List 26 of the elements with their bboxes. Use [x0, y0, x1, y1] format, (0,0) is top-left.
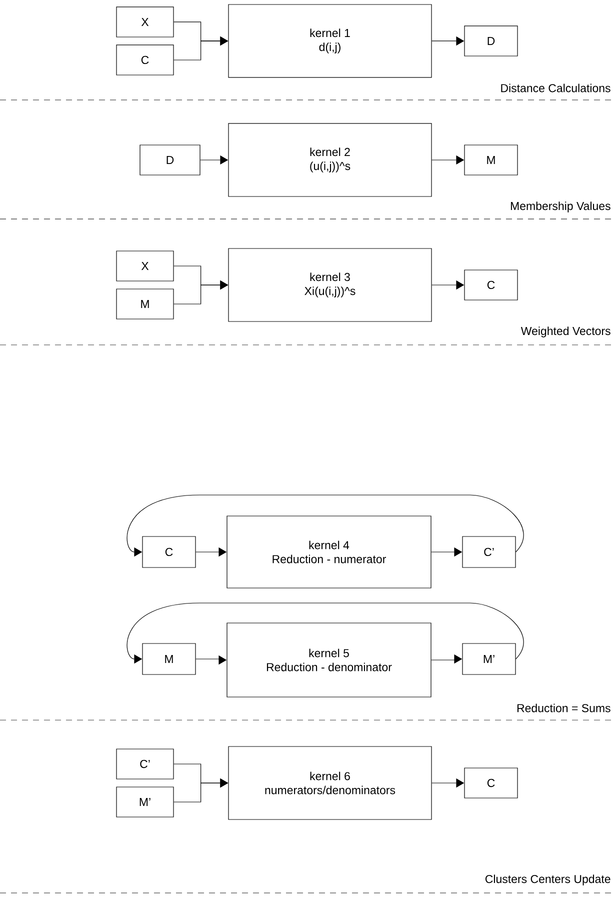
data-box: X [116, 250, 174, 282]
data-box: X [116, 6, 174, 38]
data-box: M’ [462, 643, 516, 675]
kernel-box: kernel 6 numerators/denominators [228, 746, 432, 820]
data-box: M [142, 643, 196, 675]
section-label: Distance Calculations [501, 84, 610, 92]
data-box: C [464, 768, 518, 798]
data-box: D [464, 26, 518, 56]
data-box: M’ [116, 786, 174, 818]
kernel-box: kernel 1 d(i,j) [228, 4, 432, 78]
data-box: D [140, 144, 200, 176]
data-box: C’ [116, 748, 174, 780]
kernel-box: kernel 4 Reduction - numerator [226, 516, 432, 588]
data-box: C’ [462, 536, 516, 568]
data-box: C [116, 44, 174, 76]
section-label: Clusters Centers Update [485, 874, 610, 886]
section-label: Membership Values [510, 202, 610, 212]
data-box: C [142, 536, 196, 568]
kernel-box: kernel 2 (u(i,j))^s [228, 123, 432, 197]
data-box: C [464, 270, 518, 300]
data-box: M [464, 144, 518, 176]
kernel-box: kernel 5 Reduction - denominator [226, 622, 432, 698]
data-box: M [116, 288, 174, 320]
section-label: Reduction = Sums [517, 704, 610, 712]
section-label: Weighted Vectors [520, 326, 610, 338]
kernel-box: kernel 3 Xi(u(i,j))^s [228, 248, 432, 322]
